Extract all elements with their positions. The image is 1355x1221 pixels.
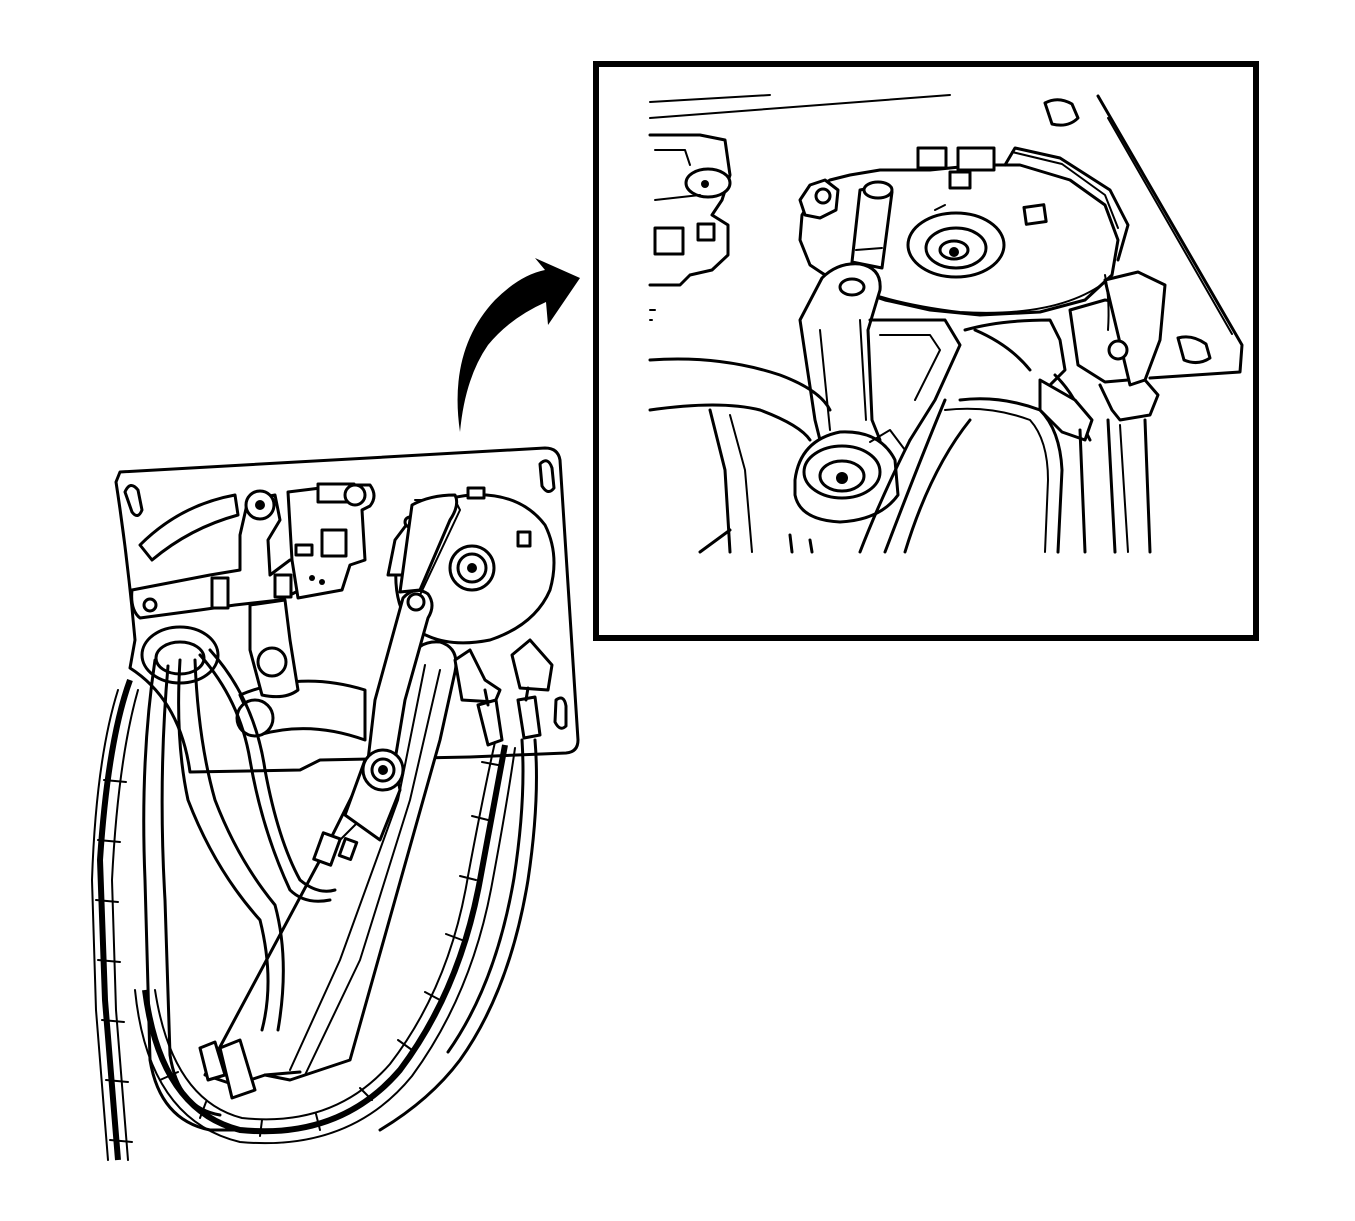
linkage-bracket — [130, 489, 302, 699]
conduit-ribs-lower — [159, 761, 499, 1137]
wiring-harness — [91, 625, 538, 1161]
motor-housing — [286, 482, 376, 600]
callout-arrow — [457, 258, 580, 432]
inset-guide-rail — [648, 318, 1067, 554]
inset-cable — [973, 270, 1167, 554]
lift-arm — [343, 493, 461, 842]
conduit-ribs — [95, 779, 133, 1143]
inset-left-bracket — [648, 133, 732, 321]
inset-lower-pivot — [793, 429, 906, 524]
electrical-connectors — [453, 638, 554, 747]
window-regulator-assembly — [91, 446, 580, 1161]
inset-contents — [648, 94, 1244, 554]
detail-inset-view — [593, 61, 1259, 641]
